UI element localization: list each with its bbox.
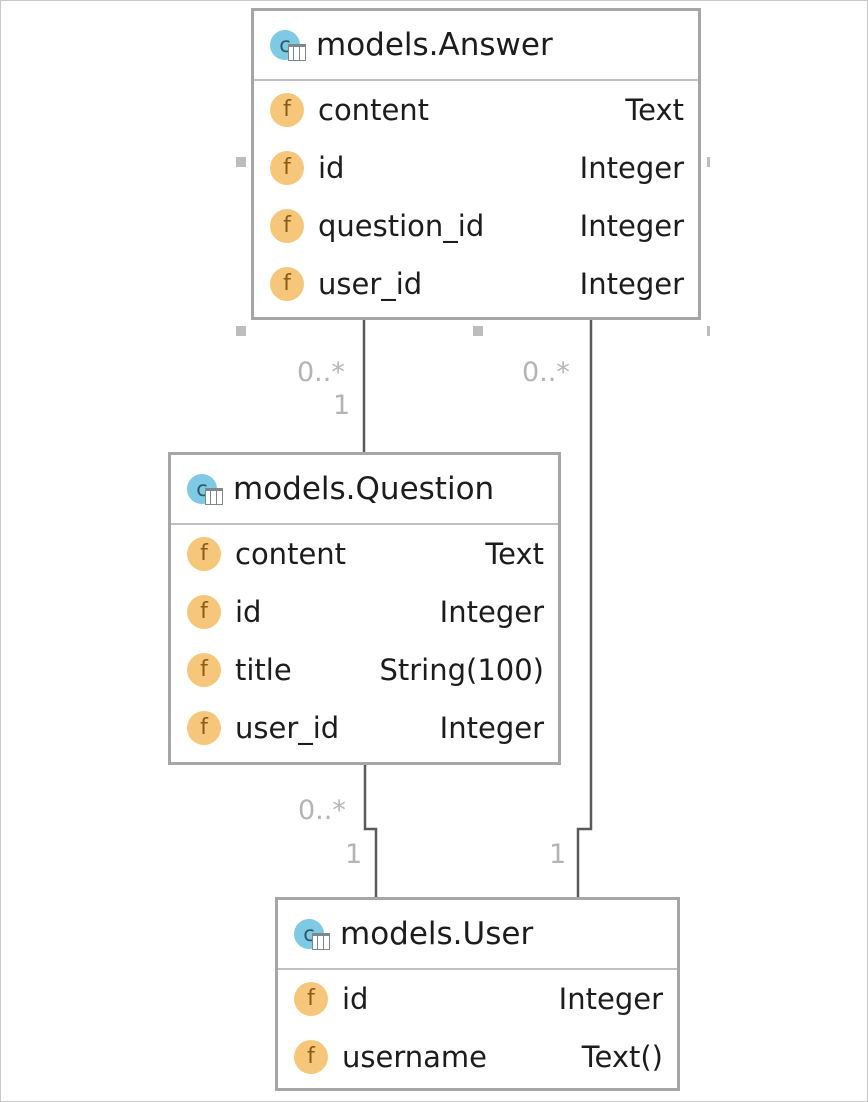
selection-handle[interactable]	[707, 157, 710, 167]
multiplicity-label: 1	[345, 839, 363, 870]
field-icon: f	[187, 711, 221, 745]
class-table-icon: c	[270, 28, 306, 62]
field-icon: f	[270, 267, 304, 301]
entity-user[interactable]: c models.User f id Integer f username Te…	[275, 897, 680, 1091]
entity-question[interactable]: c models.Question f content Text f id In…	[168, 452, 561, 765]
multiplicity-label: 0..*	[298, 795, 346, 826]
field-type: Integer	[439, 711, 544, 745]
field-row[interactable]: f id Integer	[254, 139, 698, 197]
field-row[interactable]: f id Integer	[278, 970, 677, 1028]
field-type: Integer	[579, 209, 684, 243]
field-icon: f	[294, 1040, 328, 1074]
selection-handle[interactable]	[473, 326, 483, 336]
field-icon: f	[294, 982, 328, 1016]
selection-handle[interactable]	[707, 326, 710, 336]
class-table-icon: c	[187, 472, 223, 506]
field-type: Text()	[581, 1040, 663, 1074]
class-table-icon: c	[294, 917, 330, 951]
entity-header: c models.Answer	[254, 11, 698, 81]
entity-title: models.Answer	[316, 27, 553, 63]
entity-header: c models.Question	[171, 455, 558, 525]
multiplicity-label: 0..*	[522, 357, 570, 388]
field-row[interactable]: f id Integer	[171, 583, 558, 641]
field-row[interactable]: f content Text	[254, 81, 698, 139]
field-icon: f	[187, 595, 221, 629]
multiplicity-label: 1	[333, 390, 351, 421]
field-name: username	[342, 1040, 487, 1074]
field-row[interactable]: f user_id Integer	[171, 699, 558, 757]
field-row[interactable]: f question_id Integer	[254, 197, 698, 255]
entity-answer[interactable]: c models.Answer f content Text f id Inte…	[251, 8, 701, 320]
field-type: Text	[625, 93, 684, 127]
field-name: user_id	[318, 267, 423, 301]
multiplicity-label: 0..*	[297, 357, 345, 388]
field-name: content	[235, 537, 347, 571]
field-type: Integer	[579, 151, 684, 185]
field-name: id	[342, 982, 369, 1016]
field-name: id	[318, 151, 345, 185]
field-type: String(100)	[379, 653, 544, 687]
field-icon: f	[270, 151, 304, 185]
field-icon: f	[187, 537, 221, 571]
field-icon: f	[270, 93, 304, 127]
field-row[interactable]: f content Text	[171, 525, 558, 583]
relation-question-user-line	[363, 764, 378, 898]
entity-title: models.Question	[233, 471, 495, 507]
field-icon: f	[270, 209, 304, 243]
field-row[interactable]: f username Text()	[278, 1028, 677, 1086]
field-row[interactable]: f title String(100)	[171, 641, 558, 699]
field-icon: f	[187, 653, 221, 687]
multiplicity-label: 1	[549, 839, 567, 870]
field-name: title	[235, 653, 292, 687]
entity-title: models.User	[340, 916, 534, 952]
selection-handle[interactable]	[236, 326, 246, 336]
field-name: question_id	[318, 209, 485, 243]
field-type: Text	[485, 537, 544, 571]
field-name: content	[318, 93, 430, 127]
field-name: user_id	[235, 711, 340, 745]
field-type: Integer	[439, 595, 544, 629]
field-row[interactable]: f user_id Integer	[254, 255, 698, 313]
field-type: Integer	[558, 982, 663, 1016]
field-type: Integer	[579, 267, 684, 301]
selection-handle[interactable]	[236, 157, 246, 167]
relation-answer-user-line	[576, 319, 593, 898]
field-name: id	[235, 595, 262, 629]
entity-header: c models.User	[278, 900, 677, 970]
